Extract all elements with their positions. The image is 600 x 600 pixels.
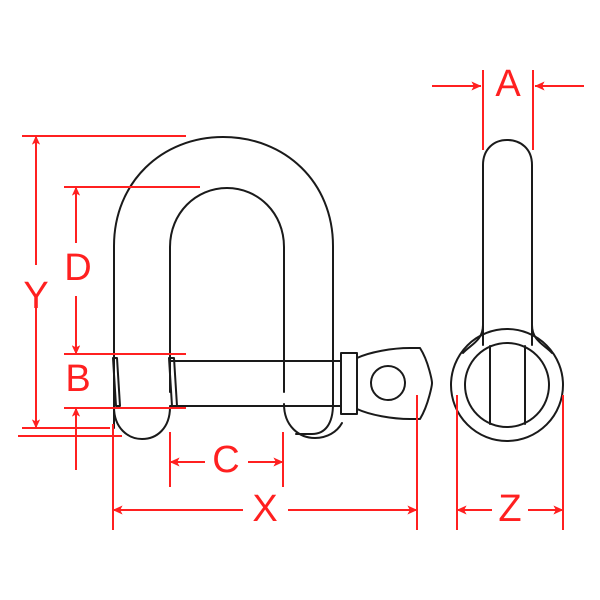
pin-head-outline: [356, 347, 433, 420]
end-view-left-flare: [462, 324, 484, 354]
end-view-shank-outline: [482, 139, 533, 346]
dimension-z-label: Z: [498, 488, 521, 530]
dimension-x-group: X: [112, 395, 418, 530]
shackle-body-outer-outline: [113, 136, 334, 435]
dimension-c-group: C: [169, 432, 284, 487]
shackle-left-leg-bottom-loop: [113, 406, 171, 440]
shackle-bow-inner-outline: [169, 187, 285, 393]
pin-head-hole: [370, 365, 406, 401]
end-view-right-flare: [531, 324, 553, 354]
dimension-y-group: Y: [22, 135, 186, 429]
shackle-right-leg-bottom-loop: [283, 403, 343, 439]
pin-shoulder-left-inner: [168, 357, 178, 407]
side-elevation-view: [112, 136, 433, 440]
dimension-y-label: Y: [23, 275, 48, 317]
dimension-z-group: Z: [456, 395, 564, 530]
pin-collar: [340, 352, 358, 415]
end-view-outer-circle: [450, 328, 564, 442]
dimension-a-label: A: [495, 63, 521, 105]
dimension-c-label: C: [212, 439, 239, 481]
dimension-b-group: B: [18, 344, 186, 470]
dimension-annotations: Y D B: [18, 63, 584, 530]
dimension-x-label: X: [252, 488, 277, 530]
dimension-d-label: D: [64, 247, 91, 289]
dimension-a-group: A: [432, 63, 584, 150]
pin-thread-end-left: [112, 357, 121, 407]
end-view: [450, 139, 564, 442]
end-view-inner-circle: [464, 342, 550, 428]
dimension-b-label: B: [65, 358, 90, 400]
